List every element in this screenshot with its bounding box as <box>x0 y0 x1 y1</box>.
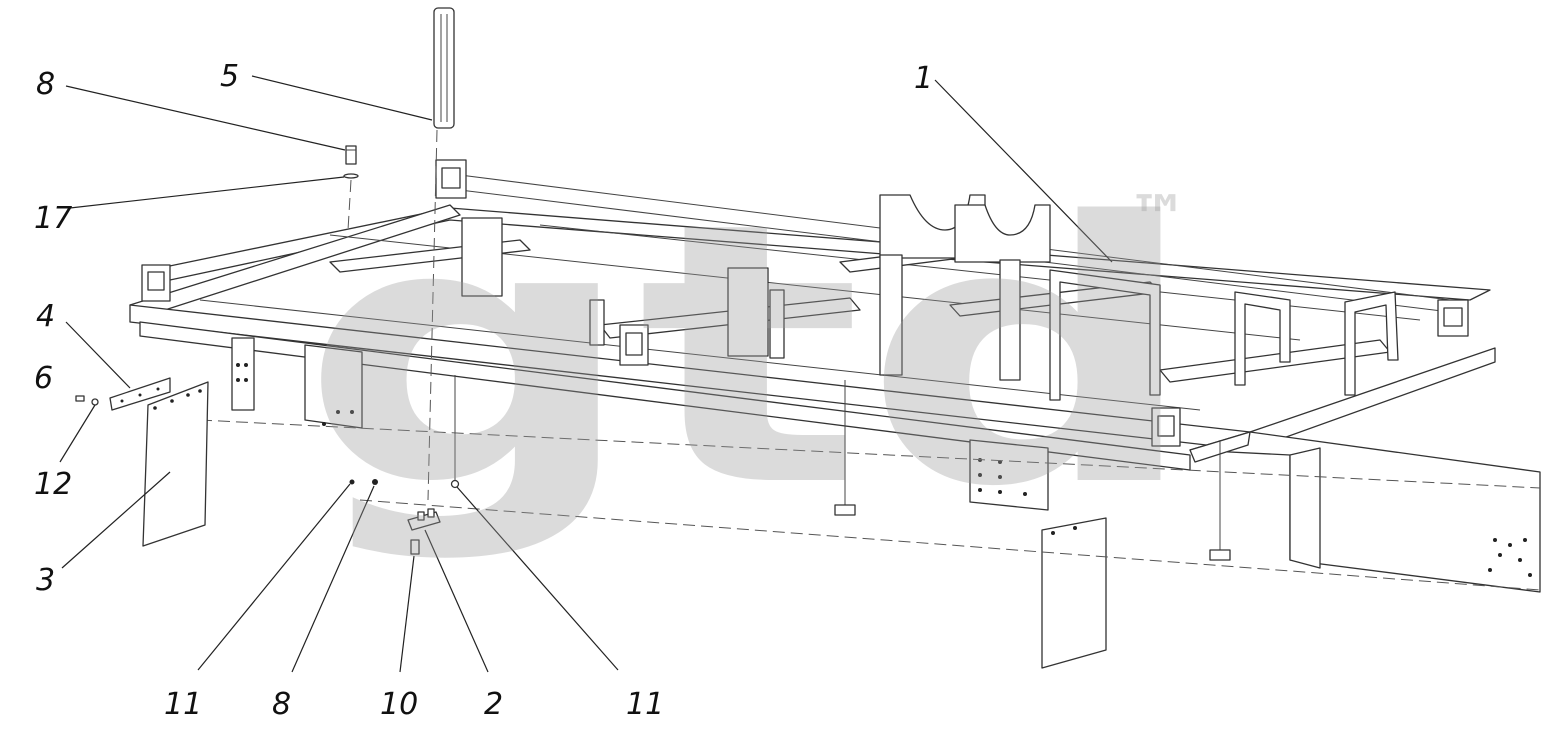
callout-4: 4 <box>36 299 55 334</box>
part-11-washer-left <box>349 479 355 485</box>
part-17-washer <box>343 173 359 231</box>
part-10-nut <box>410 539 420 555</box>
dashed-beam-outline <box>199 419 1541 591</box>
callout-17: 17 <box>34 201 72 236</box>
part-5-rod <box>427 7 455 501</box>
part-12-nut <box>91 398 99 406</box>
part-4-strip <box>109 377 171 411</box>
callout-2: 2 <box>484 687 503 722</box>
leader-1 <box>934 79 1113 263</box>
leader-12 <box>59 404 96 463</box>
callout-8-top: 8 <box>36 67 55 102</box>
callout-6: 6 <box>34 361 53 396</box>
part-11-washer-right <box>450 479 460 489</box>
part-2-bracket <box>407 508 441 531</box>
callout-3: 3 <box>36 563 55 598</box>
callout-11-right: 11 <box>626 687 664 722</box>
watermark-trademark: ™ <box>1128 183 1188 253</box>
callout-11-left: 11 <box>164 687 202 722</box>
frame-assembly <box>129 159 1541 669</box>
leader-2 <box>424 529 489 673</box>
leader-10 <box>399 555 415 673</box>
leader-lines <box>59 75 1113 673</box>
part-3-plate <box>142 381 209 547</box>
leader-5 <box>251 75 433 121</box>
callout-10: 10 <box>380 687 418 722</box>
leader-11-right <box>456 486 619 671</box>
leader-3 <box>61 471 171 569</box>
leader-11-left <box>197 483 351 671</box>
part-8-bolt-bottom <box>372 479 378 485</box>
callout-12: 12 <box>34 467 72 502</box>
leader-8-top <box>65 85 346 151</box>
watermark-logo: gtd <box>300 146 1200 565</box>
watermark: gtd ™ <box>300 146 1200 565</box>
callout-5: 5 <box>220 59 239 94</box>
leader-4 <box>65 321 131 389</box>
callout-1: 1 <box>914 61 933 96</box>
callout-8-bottom: 8 <box>272 687 291 722</box>
part-6-bolt <box>75 395 85 402</box>
callout-labels: 8 5 1 17 4 6 12 3 11 8 10 2 11 <box>34 59 933 722</box>
leader-17 <box>69 176 345 209</box>
part-8-bolt-top <box>345 145 357 165</box>
leader-8-bottom <box>291 485 375 673</box>
